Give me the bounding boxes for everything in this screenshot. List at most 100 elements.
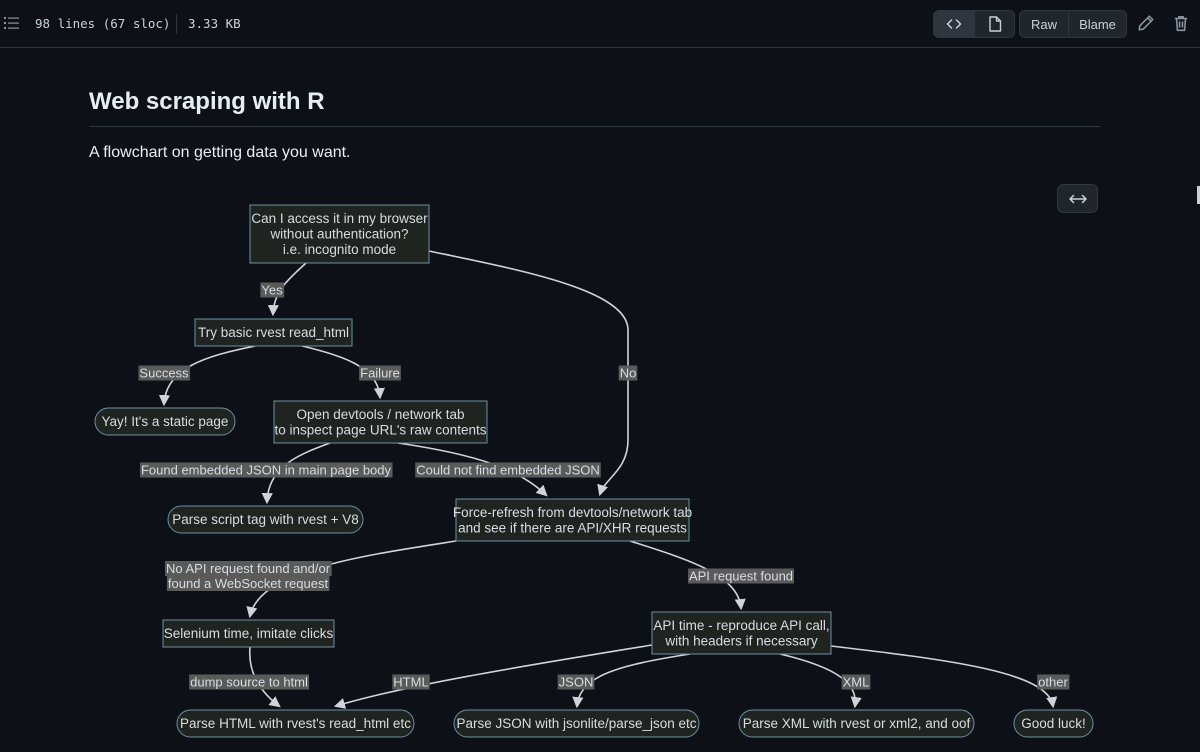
node-rvest: Try basic rvest read_html <box>194 318 353 347</box>
edge-label-text: No API request found and/or <box>166 561 331 576</box>
node-rvest-box <box>194 318 353 347</box>
edge-label-text: JSON <box>559 675 594 690</box>
node-devtools-text: Open devtools / network tab <box>296 407 464 422</box>
node-script-box <box>167 505 364 534</box>
node-script-text: Parse script tag with rvest + V8 <box>172 512 358 527</box>
edge-label-refresh-to-api: API request found <box>687 568 795 584</box>
edge-label-text: dump source to html <box>190 675 308 690</box>
pencil-icon[interactable] <box>1137 14 1155 32</box>
node-devtools-text: to inspect page URL's raw contents <box>275 422 487 437</box>
trash-icon[interactable] <box>1172 14 1190 32</box>
edge-label-text: other <box>1038 675 1068 690</box>
edge-label-bg <box>138 365 191 381</box>
raw-blame-group: Raw Blame <box>1019 10 1127 38</box>
edge-label-bg <box>618 365 638 381</box>
edge-rvest-to-static <box>158 345 256 407</box>
edge-api-to-luck <box>830 645 1058 709</box>
raw-button[interactable]: Raw <box>1030 16 1057 32</box>
edge-label-bg <box>260 282 285 298</box>
edge-label-text: Failure <box>360 366 400 381</box>
node-api-text: with headers if necessary <box>664 633 818 648</box>
title-rule <box>89 126 1100 127</box>
edge-access-to-refresh <box>428 250 629 497</box>
edge-label-rvest-to-static: Success <box>138 365 191 381</box>
edge-label-devtools-to-refresh: Could not find embedded JSON <box>415 462 601 478</box>
edge-label-bg <box>841 674 871 690</box>
file-header-bar: 98 lines (67 sloc) 3.33 KB Raw Blame <box>0 0 1200 48</box>
scrollbar-thumb[interactable] <box>1197 186 1200 204</box>
node-static-box <box>94 407 236 436</box>
edge-label-bg <box>359 365 401 381</box>
file-size: 3.33 KB <box>188 16 241 31</box>
node-access-text: Can I access it in my browser <box>251 211 428 226</box>
edge-label-text: API request found <box>689 569 793 584</box>
edge-label-text: found a WebSocket request <box>168 576 329 591</box>
node-refresh-box <box>455 498 690 542</box>
node-refresh: Force-refresh from devtools/network taba… <box>453 498 692 542</box>
node-api: API time - reproduce API call,with heade… <box>651 611 832 655</box>
arrows-horizontal-icon <box>1068 194 1087 203</box>
edge-label-text: Success <box>139 366 189 381</box>
page-subtitle: A flowchart on getting data you want. <box>89 144 351 161</box>
expand-width-button[interactable] <box>1057 184 1098 213</box>
node-access-box <box>249 204 430 264</box>
edge-label-bg <box>392 674 430 690</box>
edge-label-access-to-rvest: Yes <box>260 282 285 298</box>
node-access-text: without authentication? <box>269 227 408 242</box>
node-json-text: Parse JSON with jsonlite/parse_json etc <box>456 716 696 731</box>
node-api-text: API time - reproduce API call, <box>653 618 829 633</box>
node-static: Yay! It's a static page <box>94 407 236 436</box>
node-json-box <box>453 709 700 738</box>
node-luck-text: Good luck! <box>1021 716 1086 731</box>
list-icon[interactable] <box>4 15 20 31</box>
node-html-text: Parse HTML with rvest's read_html etc <box>180 716 411 731</box>
node-html-box <box>176 709 415 738</box>
edge-label-bg <box>164 561 332 576</box>
edge-label-access-to-refresh: No <box>618 365 638 381</box>
edge-label-text: HTML <box>393 675 428 690</box>
edge-label-bg <box>557 674 595 690</box>
file-icon <box>988 16 1001 32</box>
node-json: Parse JSON with jsonlite/parse_json etc <box>453 709 700 738</box>
edge-rvest-to-devtools <box>301 345 385 400</box>
node-refresh-text: Force-refresh from devtools/network tab <box>453 505 692 520</box>
edge-api-to-xml <box>779 653 862 709</box>
edge-label-bg <box>415 462 601 478</box>
node-xml: Parse XML with rvest or xml2, and oof <box>738 709 975 738</box>
blame-button[interactable]: Blame <box>1068 11 1126 37</box>
edge-label-bg <box>139 462 393 478</box>
edge-label-text: XML <box>843 675 870 690</box>
node-script: Parse script tag with rvest + V8 <box>167 505 364 534</box>
edge-label-bg <box>189 674 309 690</box>
edge-label-text: Yes <box>261 283 283 298</box>
node-xml-text: Parse XML with rvest or xml2, and oof <box>743 716 971 731</box>
code-view-button[interactable] <box>934 11 974 37</box>
edge-label-text: No <box>620 366 637 381</box>
page-title: Web scraping with R <box>89 88 325 115</box>
line-count: 98 lines (67 sloc) <box>35 16 171 31</box>
edge-label-rvest-to-devtools: Failure <box>359 365 401 381</box>
edge-api-to-json <box>572 653 691 709</box>
node-devtools-box <box>273 400 488 444</box>
node-api-box <box>651 611 832 655</box>
node-access-text: i.e. incognito mode <box>283 242 396 257</box>
edge-label-api-to-html: HTML <box>392 674 430 690</box>
code-icon <box>946 19 962 29</box>
edge-label-api-to-xml: XML <box>841 674 871 690</box>
preview-button[interactable] <box>974 11 1014 37</box>
edge-label-bg <box>687 568 795 584</box>
node-xml-box <box>738 709 975 738</box>
edge-api-to-html <box>333 644 653 709</box>
edge-label-api-to-luck: other <box>1037 674 1070 690</box>
edge-label-bg <box>166 576 330 591</box>
divider <box>176 14 177 34</box>
node-refresh-text: and see if there are API/XHR requests <box>458 520 687 535</box>
edge-label-devtools-to-script: Found embedded JSON in main page body <box>139 462 393 478</box>
node-selenium: Selenium time, imitate clicks <box>162 619 335 648</box>
node-rvest-text: Try basic rvest read_html <box>198 325 349 340</box>
node-static-text: Yay! It's a static page <box>102 414 229 429</box>
